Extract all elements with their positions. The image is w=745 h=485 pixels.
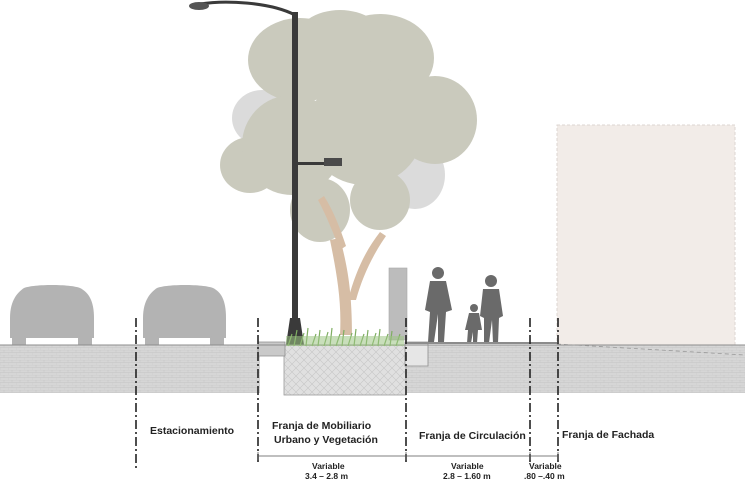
zone-dividers	[135, 318, 559, 468]
dim-facade-value: .80 –.40 m	[524, 471, 565, 481]
label-parking: Estacionamiento	[150, 425, 235, 437]
label-facade: Franja de Fachada	[562, 429, 655, 441]
pedestrian-adult-2	[480, 275, 503, 343]
dimension-lines	[257, 452, 559, 460]
pedestrian-adult-1	[425, 267, 452, 342]
label-circulation: Franja de Circulación	[419, 430, 526, 442]
dim-facade-label: Variable	[529, 461, 562, 471]
label-furniture-line2: Urbano y Vegetación	[274, 434, 378, 446]
sidewalk-pavement	[405, 345, 745, 393]
parked-car-2	[143, 285, 226, 348]
dim-circulation-value: 2.8 – 1.60 m	[443, 471, 491, 481]
tree	[220, 10, 477, 335]
planter-box	[283, 344, 407, 396]
curb	[257, 341, 286, 357]
info-totem	[388, 267, 408, 341]
street-lamp	[189, 0, 342, 345]
dim-circulation-label: Variable	[451, 461, 484, 471]
building-facade	[556, 124, 736, 346]
pedestrian-child	[465, 304, 482, 343]
dim-furniture-label: Variable	[312, 461, 345, 471]
parked-car-1	[10, 285, 94, 348]
street-pavement	[0, 345, 260, 393]
label-furniture-line1: Franja de Mobiliario	[272, 420, 372, 432]
dim-furniture-value: 3.4 – 2.8 m	[305, 471, 349, 481]
